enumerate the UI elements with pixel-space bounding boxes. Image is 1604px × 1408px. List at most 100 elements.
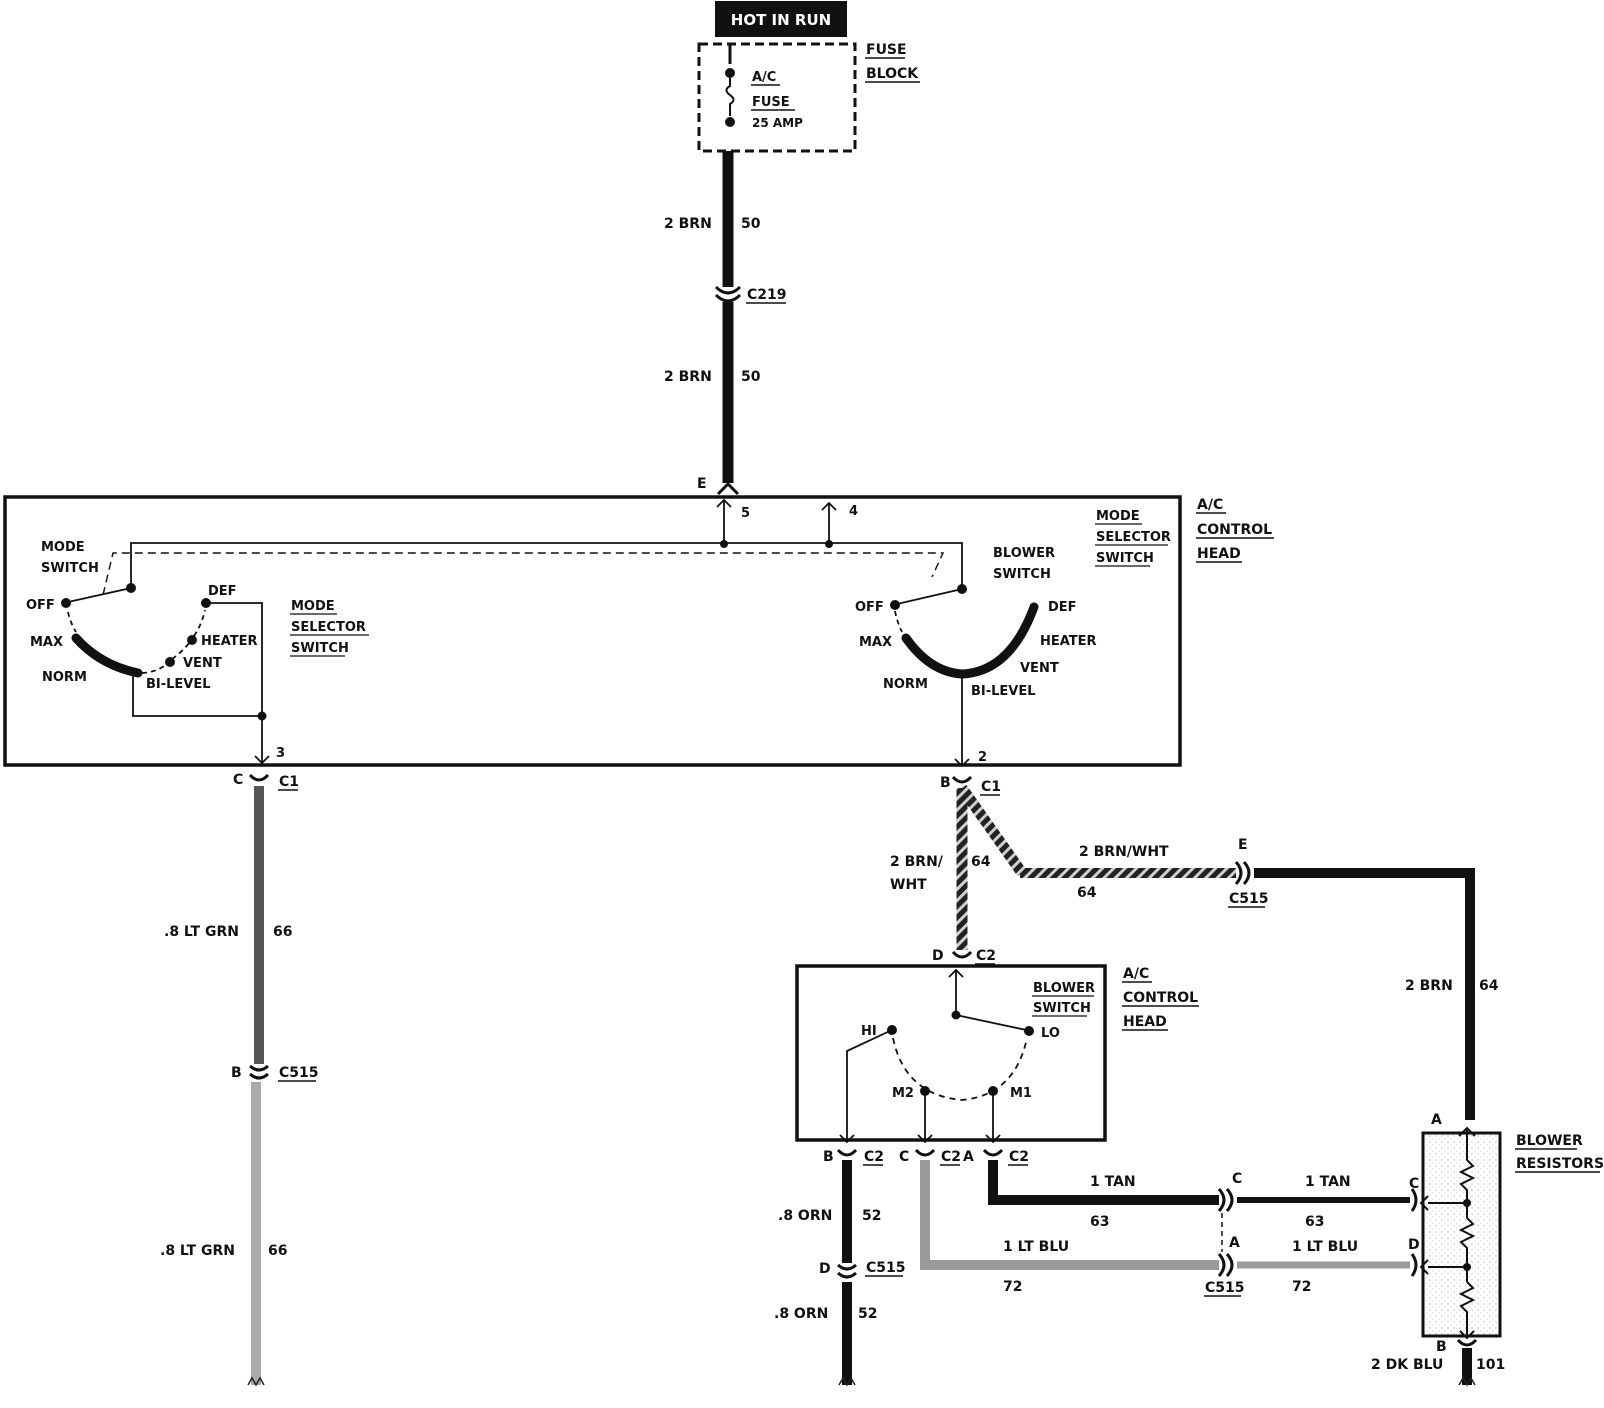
wire-52-label-top: .8 ORN [778,1208,832,1224]
mode-norm-label: NORM [42,670,87,685]
wire-72-circuit-left: 72 [1003,1279,1022,1295]
blower-bilevel-label: BI-LEVEL [971,684,1036,699]
blower-vent-label: VENT [1020,661,1059,676]
blower-m1-label: M1 [1010,1086,1032,1101]
mode-selector-left-1: MODE [291,599,335,614]
pin-c-c2: C [899,1149,909,1165]
fuse-terminal-top [725,68,735,78]
mode-off-contact [61,598,71,608]
c2-c-label: C2 [941,1149,961,1165]
wire-52-circuit-bottom: 52 [858,1306,877,1322]
wire-64-vert-circuit: 64 [971,854,991,870]
mode-heater-contact [187,635,197,645]
mode-selector-right-3: SWITCH [1096,551,1154,566]
connector-c1-right [951,775,973,784]
lower-control-head: A/C CONTROL HEAD BLOWER SWITCH LO HI M2 … [795,964,1199,1144]
connector-c2-d [951,950,973,959]
lower-head-title-1: A/C [1123,966,1149,982]
blower-upper-arm [896,588,963,605]
wire-50-circuit-top: 50 [741,216,761,232]
wire-66-label-top: .8 LT GRN [164,924,239,940]
mode-off-label: OFF [26,598,55,613]
pin-a-resistors: A [1431,1112,1442,1128]
blower-switch-lower-2: SWITCH [1033,1001,1091,1016]
c515-d-label: C515 [866,1260,906,1276]
connector-c515-a-left [1217,1252,1226,1278]
mode-switch-line2: SWITCH [41,561,99,576]
blower-switch-upper-2: SWITCH [993,567,1051,582]
internal-bus [102,542,963,596]
wire-63-circuit-left: 63 [1090,1214,1109,1230]
mode-switch-arm [67,587,132,603]
fuse-icon [725,78,735,116]
blower-arc [901,602,1039,679]
wire-64-vert-label-1: 2 BRN/ [890,854,944,870]
connector-c515-c-left [1217,1187,1226,1213]
wire-72-label-right: 1 LT BLU [1292,1239,1358,1255]
wire-66-circuit-top: 66 [273,924,292,940]
wire-52-label-bottom: .8 ORN [774,1306,828,1322]
c2-a-label: C2 [1009,1149,1029,1165]
connector-c515-a-right [1225,1252,1234,1278]
wire-64-right-label: 2 BRN [1405,978,1453,994]
terminal-4: 4 [849,504,858,519]
pin-e-label: E [697,476,707,492]
blower-def-label: DEF [1048,600,1077,615]
c1-right-label: C1 [981,779,1001,795]
terminal-3: 3 [276,746,285,761]
connector-c515-d-lower [837,1271,857,1279]
wire-72: 1 LT BLU 72 A C515 1 LT BLU 72 [920,1160,1410,1297]
c2-d-label: C2 [976,948,996,964]
connector-c515-e-left [1234,860,1243,886]
mode-heater-label: HEATER [201,634,258,649]
mode-selector-right-1: MODE [1096,509,1140,524]
connector-c515-left-upper [249,1064,269,1072]
fuse-block-title-2: BLOCK [866,66,919,82]
pin-d-resistors: D [1408,1237,1420,1253]
wire-64: B C1 2 BRN/ WHT 64 2 BRN/WHT 64 E C515 2… [890,775,1499,1120]
c1-left-label: C1 [279,774,299,790]
fuse-terminal-bottom [725,117,735,127]
pin-a-c515: A [1229,1235,1240,1251]
blower-m2-label: M2 [892,1086,914,1101]
pin-c-c515: C [1232,1171,1242,1187]
connector-c515-c-right [1225,1187,1234,1213]
pin-a-c2: A [963,1149,974,1165]
mode-arc-max-norm [71,633,143,678]
head-terminals-top: 5 4 [716,498,858,548]
wire-66: C C1 B C515 .8 LT GRN 66 .8 LT GRN 66 [160,772,319,1387]
wire-101: 2 DK BLU 101 [1371,1338,1505,1387]
pin-e-c515: E [1238,837,1248,853]
upper-control-head: A/C CONTROL HEAD [3,495,1274,767]
c515-a-label: C515 [1205,1280,1245,1296]
connector-c515-d-upper [837,1263,857,1271]
connector-c219-upper [714,285,742,295]
pin-d-c515: D [819,1261,831,1277]
mode-def-label: DEF [208,584,237,599]
wire-50-label-bottom: 2 BRN [664,369,712,385]
mode-selector-right-2: SELECTOR [1096,530,1171,545]
wire-64-horiz-label: 2 BRN/WHT [1079,844,1169,860]
fuse-rating: 25 AMP [752,116,803,130]
wire-66-circuit-bottom: 66 [268,1243,287,1259]
fuse-block: A/C FUSE 25 AMP FUSE BLOCK [697,42,920,153]
connector-c219-lower [714,293,742,303]
fuse-block-title-1: FUSE [866,42,907,58]
pin-c-resistors: C [1409,1176,1419,1192]
c515-left-label: C515 [279,1065,319,1081]
hot-in-run-label: HOT IN RUN [731,11,831,29]
connector-c515-e-right [1242,860,1251,886]
wire-63-circuit-right: 63 [1305,1214,1324,1230]
upper-head-title-3: HEAD [1197,546,1241,562]
blower-resistors: BLOWER RESISTORS A C D B [1408,1112,1604,1355]
wire-64-right-circuit: 64 [1479,978,1499,994]
resistor-3-icon [1458,1281,1476,1338]
wire-52: .8 ORN 52 D C515 .8 ORN 52 [774,1160,906,1387]
wire-72-circuit-right: 72 [1292,1279,1311,1295]
connector-c1-left [248,773,270,782]
wire-64-horiz-circuit: 64 [1077,885,1097,901]
terminal-2: 2 [978,750,987,765]
fuse-name-line1: A/C [752,70,776,85]
mode-selector-left-3: SWITCH [291,641,349,656]
